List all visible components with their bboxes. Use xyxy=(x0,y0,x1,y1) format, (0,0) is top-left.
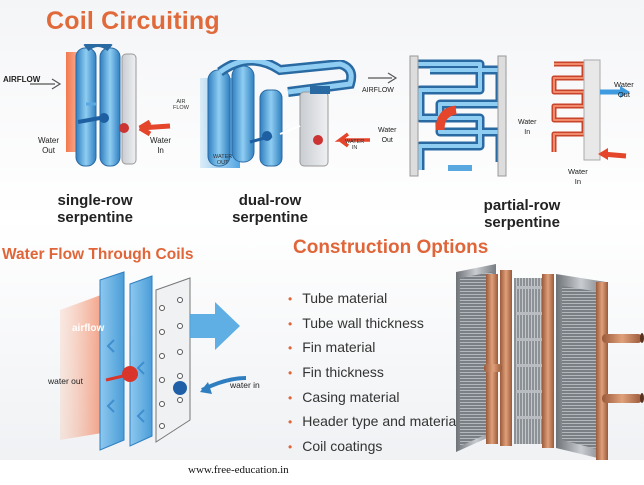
slide-title: Coil Circuiting xyxy=(46,7,220,35)
water-flow-heading: Water Flow Through Coils xyxy=(2,246,194,263)
single-row-caption: single-row serpentine xyxy=(40,192,150,226)
partial-row-coil-detail-diagram xyxy=(551,59,630,161)
single-row-caption-line2: serpentine xyxy=(57,209,133,226)
single-row-water-in-label: Water In xyxy=(150,136,172,155)
dual-row-water-out-label: WATER OUT xyxy=(213,154,233,166)
dual-row-caption-line1: dual-row xyxy=(238,192,302,209)
option-item: •Header type and material xyxy=(288,413,460,430)
partial-row-caption-line2: serpentine xyxy=(484,214,560,231)
water-flow-airflow-label: airflow xyxy=(72,323,105,334)
dual-row-water-in-label: WATER IN xyxy=(345,139,365,151)
partial-row-water-in-center-label: Water In xyxy=(518,119,537,136)
bullet-icon: • xyxy=(288,316,293,331)
partial-row-caption: partial-row serpentine xyxy=(462,197,582,231)
single-row-water-out-label: Water Out xyxy=(38,136,60,155)
option-item: •Tube material xyxy=(288,290,388,306)
coil-photo xyxy=(456,264,644,460)
partial-row-water-in-right-label: Water In xyxy=(568,167,588,186)
construction-heading: Construction Options xyxy=(293,237,489,258)
partial-row-water-out-right-label: Water Out xyxy=(614,80,634,99)
partial-row-water-out-label: Water Out xyxy=(378,127,397,144)
dual-row-coil-diagram xyxy=(200,60,370,168)
partial-row-caption-line1: partial-row xyxy=(483,197,561,214)
option-item: •Tube wall thickness xyxy=(288,314,424,331)
dual-row-caption: dual-row serpentine xyxy=(205,192,335,226)
option-item: •Fin thickness xyxy=(288,364,384,381)
dual-row-caption-line2: serpentine xyxy=(232,209,308,226)
bullet-icon: • xyxy=(288,415,293,430)
single-row-caption-line1: single-row xyxy=(57,192,133,209)
footer-bar xyxy=(0,460,644,485)
water-flow-water-in-label: water in xyxy=(230,380,260,390)
option-item: •Coil coatings xyxy=(288,438,383,455)
dual-row-airflow-label: AIR FLOW xyxy=(173,99,189,111)
water-flow-diagram xyxy=(60,271,247,451)
partial-row-coil-diagram xyxy=(368,55,507,177)
partial-row-airflow-label: AIRFLOW xyxy=(362,87,394,94)
single-row-coil-diagram xyxy=(30,44,171,167)
bullet-icon: • xyxy=(288,440,293,455)
construction-options-list: •Tube material •Tube wall thickness •Fin… xyxy=(288,290,459,463)
bullet-icon: • xyxy=(288,292,293,306)
option-item: •Casing material xyxy=(288,388,400,405)
water-flow-water-out-label: water out xyxy=(48,376,83,386)
bullet-icon: • xyxy=(288,366,293,381)
bullet-icon: • xyxy=(288,341,293,356)
option-item: •Fin material xyxy=(288,339,376,356)
footer-url: www.free-education.in xyxy=(188,464,289,476)
bullet-icon: • xyxy=(288,390,293,405)
single-row-airflow-label: AIRFLOW xyxy=(3,75,41,84)
